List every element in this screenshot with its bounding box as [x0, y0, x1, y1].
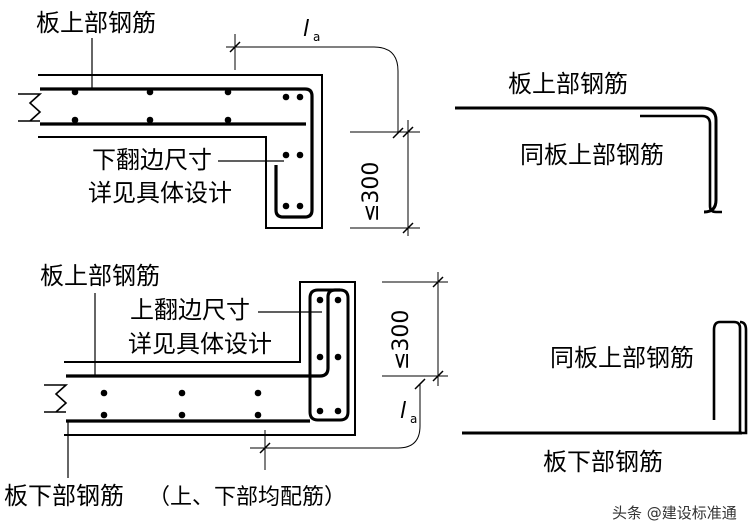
- label-same-rebar-bottom: 同板上部钢筋: [550, 344, 694, 372]
- label-bottom-rebar-b: 板下部钢筋: [4, 482, 124, 510]
- label-top-rebar-b: 板上部钢筋: [40, 262, 160, 290]
- same-rebar-up: [712, 320, 742, 433]
- dim-anchor-la-bottom: l a: [250, 378, 426, 470]
- top-left-detail: 板上部钢筋 下翻边尺寸 详见具体设计 l a ≤300: [18, 9, 420, 236]
- label-flange-size: 下翻边尺寸: [92, 146, 212, 174]
- dim-height-bottom: ≤300: [382, 272, 448, 386]
- label-top-rebar-right: 板上部钢筋: [508, 70, 628, 98]
- dim-anchor-la: l a: [226, 17, 404, 139]
- dim-height-top: ≤300: [350, 120, 420, 236]
- distribution-bars: [71, 88, 304, 210]
- label-upturn-size: 上翻边尺寸: [130, 296, 250, 324]
- label-flange-design: 详见具体设计: [88, 179, 232, 207]
- dim-anchor-l-b: l: [400, 399, 406, 424]
- flange-stirrup: [308, 288, 350, 422]
- note-both-reinforced: （上、下部均配筋）: [148, 485, 346, 510]
- top-rebar-bent: [40, 87, 314, 219]
- watermark: 头条 @建设标准通: [612, 504, 737, 522]
- dim-anchor-sub: a: [313, 30, 320, 44]
- dim-anchor-l: l: [303, 17, 309, 42]
- slab-downturn-outline: [38, 74, 323, 229]
- dim-anchor-sub-b: a: [410, 412, 417, 426]
- slab-upturn-outline: [64, 281, 356, 436]
- break-symbol: [18, 93, 43, 122]
- distribution-bars-bottom: [100, 296, 342, 419]
- label-bottom-rebar-right: 板下部钢筋: [543, 448, 663, 476]
- label-top-rebar: 板上部钢筋: [36, 9, 156, 37]
- dim-height-text-b: ≤300: [389, 310, 414, 370]
- dim-height-text: ≤300: [359, 162, 384, 222]
- bottom-right-schematic: 同板上部钢筋 板下部钢筋: [462, 320, 748, 476]
- same-rebar-hook: [640, 114, 722, 214]
- label-same-rebar-top: 同板上部钢筋: [520, 141, 664, 169]
- top-right-schematic: 板上部钢筋 同板上部钢筋: [455, 70, 722, 214]
- bottom-left-detail: 板上部钢筋 上翻边尺寸 详见具体设计 ≤300 l a 板下部钢筋 （上、下部均…: [4, 262, 448, 510]
- label-upturn-design: 详见具体设计: [128, 330, 272, 358]
- break-symbol-bottom: [44, 384, 69, 413]
